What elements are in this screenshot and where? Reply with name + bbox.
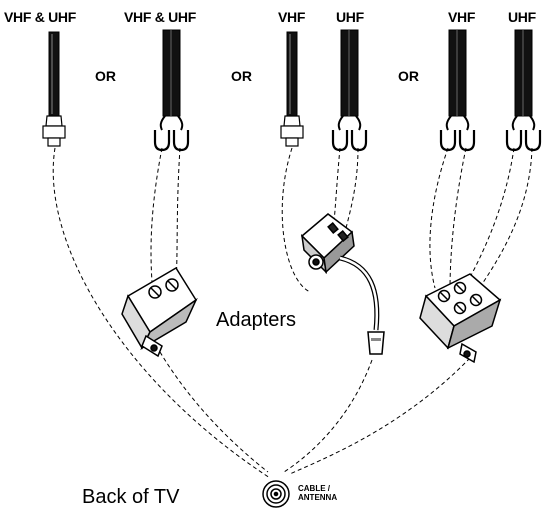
label-or-2: OR bbox=[231, 68, 252, 84]
twin-lead-cable-4 bbox=[505, 29, 542, 152]
label-back-of-tv: Back of TV bbox=[82, 486, 180, 508]
path-twinlead1-left-to-adapter1 bbox=[150, 147, 163, 283]
path-coax2-to-adapter2 bbox=[281, 147, 311, 293]
path-twinlead3-d-to-adapter3 bbox=[473, 147, 533, 297]
label-antenna-line: ANTENNA bbox=[298, 493, 338, 502]
twin-lead-cable-2 bbox=[331, 29, 368, 152]
label-uhf-1: UHF bbox=[336, 9, 364, 25]
path-twinlead2-left-to-adapter2 bbox=[333, 147, 341, 223]
label-cable-line: CABLE / bbox=[298, 484, 330, 493]
path-twinlead2-right-to-adapter2 bbox=[345, 147, 359, 229]
label-adapters: Adapters bbox=[216, 309, 297, 331]
path-twinlead3-c-to-adapter3 bbox=[461, 147, 515, 293]
coax-cable-1 bbox=[42, 31, 66, 147]
path-adapter3-to-tv bbox=[289, 357, 471, 475]
path-adapter2-to-tv bbox=[283, 359, 373, 473]
label-vhf-2: VHF bbox=[448, 9, 476, 25]
twin-lead-cable-3 bbox=[439, 29, 476, 152]
tv-antenna-connector bbox=[262, 480, 290, 508]
label-or-1: OR bbox=[95, 68, 116, 84]
label-uhf-2: UHF bbox=[508, 9, 536, 25]
path-twinlead3-b-to-adapter3 bbox=[449, 147, 467, 291]
dashed-connection-paths bbox=[52, 147, 533, 479]
path-twinlead3-a-to-adapter3 bbox=[429, 147, 449, 289]
adapter-four-terminal bbox=[419, 273, 502, 364]
path-adapter1-to-tv bbox=[159, 351, 269, 473]
label-vhf-uhf-1: VHF & UHF bbox=[4, 9, 76, 25]
coax-cable-2 bbox=[280, 31, 304, 147]
path-twinlead1-right-to-adapter1 bbox=[175, 147, 181, 285]
label-vhf-uhf-2: VHF & UHF bbox=[124, 9, 196, 25]
label-cable-antenna: CABLE / ANTENNA bbox=[298, 484, 337, 502]
adapter-plug-with-lead bbox=[300, 213, 385, 355]
twin-lead-cable-1 bbox=[153, 29, 190, 152]
label-or-3: OR bbox=[398, 68, 419, 84]
adapter-block-twin-to-coax bbox=[121, 266, 198, 358]
label-vhf-1: VHF bbox=[278, 9, 306, 25]
